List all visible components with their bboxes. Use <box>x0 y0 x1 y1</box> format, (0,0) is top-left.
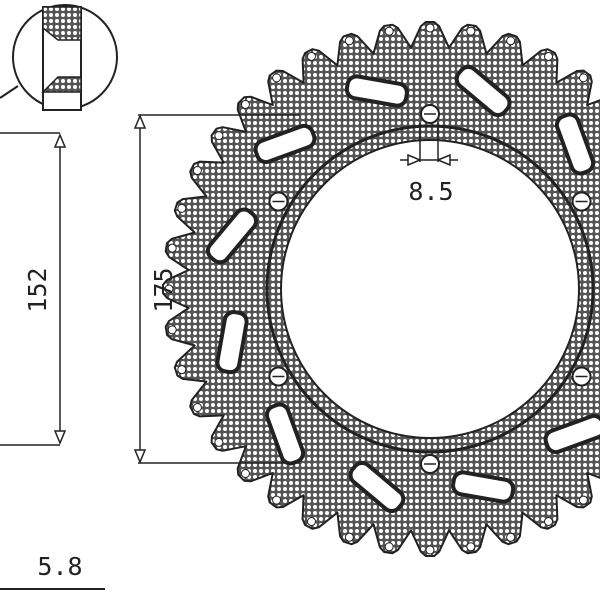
dimension-152: 152 <box>0 132 67 446</box>
dimension-175-label: 175 <box>149 267 178 312</box>
tooth-tip <box>214 131 224 141</box>
dimension-152-label: 152 <box>23 267 52 312</box>
tooth-tip <box>240 99 250 109</box>
tooth-tip <box>344 532 354 542</box>
cutout-window <box>264 402 306 466</box>
cutout-window <box>215 310 249 375</box>
tooth-tip <box>506 532 516 542</box>
tooth-tip <box>425 545 435 555</box>
section-detail <box>0 4 118 111</box>
tooth-tip <box>272 495 282 505</box>
tooth-tip <box>506 36 516 46</box>
tooth-tip <box>344 36 354 46</box>
tooth-tip <box>167 243 177 253</box>
tooth-tip <box>164 284 174 294</box>
tooth-tip <box>177 365 187 375</box>
tooth-tip <box>214 437 224 447</box>
cutout-window <box>348 460 406 514</box>
cutout-window <box>451 470 516 504</box>
cutout-window <box>205 207 259 265</box>
tooth-tip <box>240 469 250 479</box>
dimension-5-8: 5.8 <box>0 552 105 590</box>
center-bore <box>280 139 580 439</box>
tooth-tip <box>307 51 317 61</box>
cutout-window <box>554 112 596 176</box>
tooth-tip <box>466 26 476 36</box>
tooth-tip <box>466 542 476 552</box>
tooth-tip <box>425 23 435 33</box>
tooth-tip <box>307 517 317 527</box>
cutout-window <box>543 413 600 455</box>
tooth-tip <box>543 517 553 527</box>
tooth-tip <box>578 73 588 83</box>
tooth-tip <box>272 73 282 83</box>
dimension-5-8-label: 5.8 <box>37 552 82 581</box>
cutout-window <box>253 123 317 165</box>
dimension-8-5-label: 8.5 <box>408 177 453 206</box>
tooth-tip <box>192 166 202 176</box>
tooth-tip <box>543 51 553 61</box>
tooth-tip <box>384 26 394 36</box>
sprocket <box>162 21 600 557</box>
tooth-tip <box>578 495 588 505</box>
tooth-tip <box>192 402 202 412</box>
tooth-tip <box>177 203 187 213</box>
cutout-window <box>344 74 409 108</box>
dimension-8-5: 8.5 <box>400 123 458 206</box>
tooth-tip <box>384 542 394 552</box>
cutout-window <box>454 64 512 118</box>
dimension-175: 175 <box>133 114 300 464</box>
tooth-tip <box>167 325 177 335</box>
